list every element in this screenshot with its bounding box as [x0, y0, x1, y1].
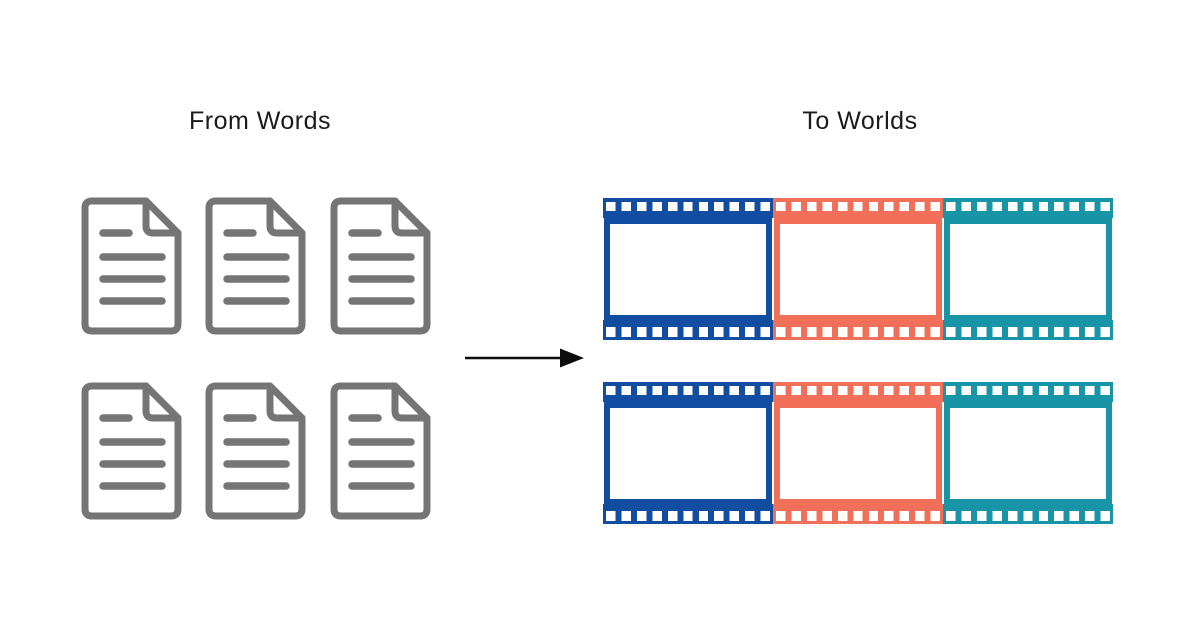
filmstrip-frame — [604, 217, 772, 321]
filmstrip-sprockets — [773, 382, 943, 402]
document-icon — [330, 382, 431, 520]
filmstrip-sprockets — [773, 320, 943, 340]
left-section-title: From Words — [188, 107, 332, 135]
filmstrip-sprockets — [603, 382, 773, 402]
filmstrip-sprockets — [943, 504, 1113, 524]
filmstrip-segment-blue — [603, 382, 773, 524]
document-icon — [81, 197, 182, 335]
filmstrip-sprockets — [773, 198, 943, 218]
filmstrip-sprockets — [943, 382, 1113, 402]
filmstrip-row — [603, 198, 1113, 340]
filmstrip-frame — [604, 401, 772, 505]
filmstrip-segment-teal — [943, 382, 1113, 524]
filmstrip-frame — [774, 217, 942, 321]
filmstrip-segment-teal — [943, 198, 1113, 340]
filmstrip-sprockets — [603, 198, 773, 218]
filmstrip-sprockets — [603, 320, 773, 340]
filmstrip-sprockets — [773, 504, 943, 524]
filmstrip-segment-blue — [603, 198, 773, 340]
right-section-title: To Worlds — [802, 107, 918, 135]
filmstrip-frame — [944, 401, 1112, 505]
document-icon — [330, 197, 431, 335]
filmstrip-sprockets — [943, 198, 1113, 218]
filmstrip-frame — [944, 217, 1112, 321]
filmstrip-sprockets — [603, 504, 773, 524]
document-icon — [81, 382, 182, 520]
filmstrip-sprockets — [943, 320, 1113, 340]
filmstrip-segment-coral — [773, 382, 943, 524]
filmstrip-row — [603, 382, 1113, 524]
right-arrow-icon — [465, 348, 584, 368]
document-icon — [205, 197, 306, 335]
filmstrip-segment-coral — [773, 198, 943, 340]
filmstrip-frame — [774, 401, 942, 505]
document-icon — [205, 382, 306, 520]
